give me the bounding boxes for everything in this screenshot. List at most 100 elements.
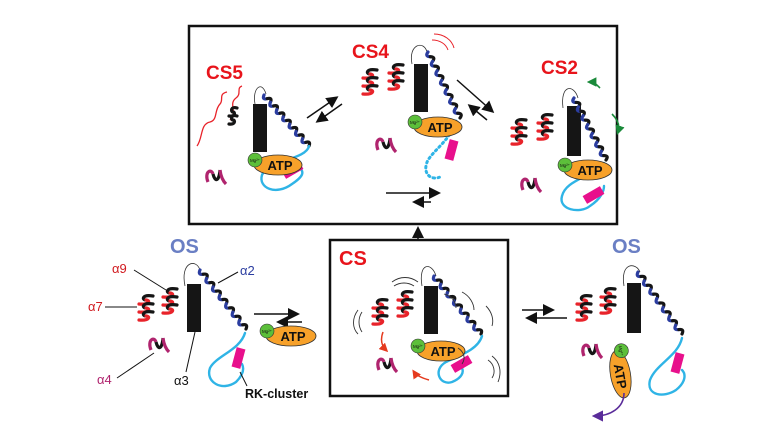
atp-label: ATP	[430, 344, 455, 359]
n-term-loop	[562, 88, 579, 109]
n-term-loop	[410, 44, 428, 65]
helix-alpha9	[387, 63, 405, 91]
alpha3-rod	[627, 283, 641, 333]
state-label-cs4: CS4	[352, 42, 389, 63]
state-label-cs: CS	[339, 248, 367, 270]
rk-cluster	[231, 347, 246, 369]
helix-alpha7	[361, 68, 379, 96]
linker-loop	[207, 331, 247, 388]
structure-os-left	[137, 263, 249, 388]
mg-ion	[557, 157, 573, 173]
atp-mg-complex: ATP Mg²⁺	[247, 152, 303, 176]
n-term-loop	[420, 266, 437, 287]
motion-mark	[433, 33, 455, 49]
alpha3-rod	[253, 104, 267, 152]
atp-label: ATP	[267, 158, 292, 173]
n-term-loop	[622, 265, 641, 287]
alpha3-rod	[414, 64, 428, 112]
unfolded-segment	[196, 91, 228, 147]
helix-alpha2	[571, 96, 609, 162]
state-label-os-right: OS	[612, 236, 641, 258]
alpha3-rod	[424, 286, 438, 334]
helix-alpha9	[396, 290, 414, 318]
equilibrium-arrow-os-cs	[254, 308, 302, 328]
helix-alpha7	[371, 298, 389, 326]
helix-alpha7	[137, 294, 155, 322]
alpha2-label: α2	[240, 263, 255, 278]
state-label-os-left: OS	[170, 236, 199, 258]
motion-mark	[487, 359, 495, 379]
equilibrium-arrow-cs5-cs4	[306, 96, 343, 123]
motion-mark	[353, 309, 359, 335]
alpha3-label: α3	[174, 373, 189, 388]
helix-alpha4	[148, 337, 171, 354]
structure-cs2: ATP Mg²⁺	[510, 77, 625, 212]
mg-ion	[259, 323, 275, 339]
mg-label: Mg²⁺	[560, 163, 571, 168]
motion-mark	[358, 311, 363, 333]
structure-cs: ATP Mg²⁺	[353, 266, 501, 384]
helix-alpha2	[431, 274, 484, 336]
mg-ion	[614, 343, 629, 359]
structure-cs4: ATP Mg²⁺	[361, 33, 463, 180]
structure-cs5: ATP Mg²⁺	[196, 85, 312, 192]
motion-mark	[431, 39, 449, 51]
mg-ion	[247, 152, 263, 168]
equilibrium-arrow-top-center	[386, 187, 441, 208]
helix-alpha2	[197, 268, 249, 331]
helix-alpha4	[520, 177, 543, 194]
equilibrium-arrow-cs-os	[522, 304, 567, 324]
motion-mark	[393, 282, 415, 287]
rk-cluster	[444, 139, 459, 161]
helix-alpha4	[581, 343, 604, 360]
helix-alpha9	[536, 113, 554, 141]
motion-mark	[391, 277, 419, 283]
atp-mg-complex: ATP Mg²⁺	[557, 157, 613, 181]
state-label-cs2: CS2	[541, 58, 578, 79]
green-motion-arrow	[586, 77, 601, 89]
helix-alpha2	[425, 50, 463, 120]
equilibrium-arrow-cs4-cs2	[456, 79, 495, 121]
cs-frame	[328, 238, 510, 398]
mg-label: Mg²⁺	[413, 344, 424, 349]
alpha7-label: α7	[88, 299, 103, 314]
helix-alpha2	[261, 93, 312, 148]
red-transfer-arrow	[412, 369, 430, 381]
alpha9-label: α9	[112, 261, 127, 276]
alpha4-label: α4	[97, 372, 112, 387]
atp-label: ATP	[427, 120, 452, 135]
red-transfer-arrow	[378, 331, 389, 353]
linker-loop	[648, 336, 686, 396]
rk-cluster	[450, 355, 473, 373]
state-label-cs5: CS5	[206, 63, 243, 84]
helix-alpha4	[205, 169, 228, 186]
motion-mark	[457, 347, 465, 365]
motion-mark	[491, 355, 501, 383]
mg-ion	[410, 338, 426, 354]
alpha3-rod	[567, 106, 581, 156]
atp-label: ATP	[280, 329, 305, 344]
helix-alpha9	[599, 287, 617, 315]
helix-alpha7	[575, 294, 593, 322]
atp-label: ATP	[611, 363, 630, 391]
helix-alpha9	[161, 287, 179, 315]
helix-alpha2	[635, 270, 685, 336]
mg-label: Mg²⁺	[410, 120, 421, 125]
linker-loop	[437, 334, 484, 384]
rk-cluster	[582, 186, 605, 204]
alpha3-rod	[187, 284, 201, 332]
n-term-loop	[183, 263, 201, 287]
helix-alpha7-remnant	[227, 106, 239, 126]
atp-label: ATP	[577, 163, 602, 178]
helix-alpha7	[510, 118, 528, 146]
rk-cluster-label: RK-cluster	[245, 387, 308, 401]
mg-label: Mg²⁺	[262, 329, 273, 334]
green-motion-arrow	[611, 113, 625, 136]
motion-mark	[461, 291, 475, 311]
mg-label: Mg²⁺	[250, 158, 261, 163]
purple-release-arrow	[591, 392, 625, 422]
atp-mg-complex: ATP Mg²⁺	[407, 114, 463, 138]
